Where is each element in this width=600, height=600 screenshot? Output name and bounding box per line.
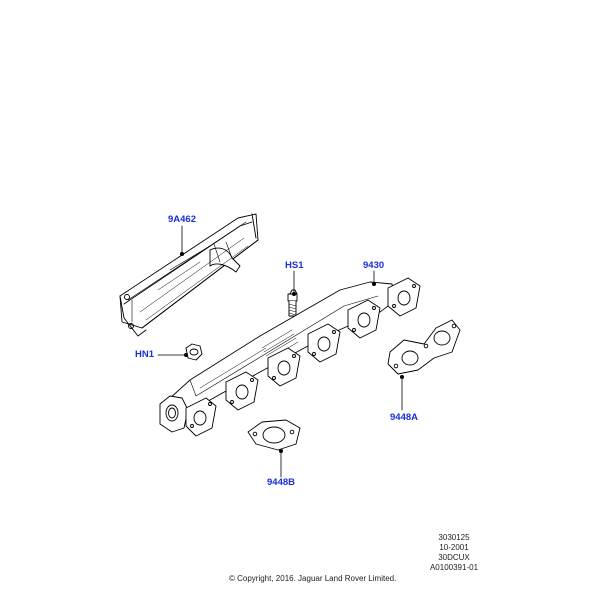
callout-nut[interactable]: HN1 [135,349,155,360]
callout-gasket-a[interactable]: 9448A [390,412,418,423]
reference-line: 30DCUX [438,553,470,562]
copyright-notice: © Copyright, 2016. Jaguar Land Rover Lim… [229,574,397,583]
gasket-a-part[interactable] [387,319,461,375]
stud-part[interactable] [287,289,298,317]
reference-line: 3030125 [438,533,470,542]
gasket-b-part[interactable] [247,419,301,451]
heat-shield-part[interactable] [119,213,259,337]
reference-line: 10-2001 [439,543,469,552]
leader-lines [157,225,404,478]
callout-heat-shield[interactable]: 9A462 [168,214,196,225]
exhaust-manifold-part[interactable] [159,277,421,437]
nut-part[interactable] [185,343,203,361]
reference-line: A0100391-01 [429,563,479,572]
reference-block: 3030125 10-2001 30DCUX A0100391-01 [429,533,479,573]
callout-manifold[interactable]: 9430 [363,260,385,271]
callout-gasket-b[interactable]: 9448B [267,477,295,488]
callout-stud[interactable]: HS1 [285,260,304,271]
